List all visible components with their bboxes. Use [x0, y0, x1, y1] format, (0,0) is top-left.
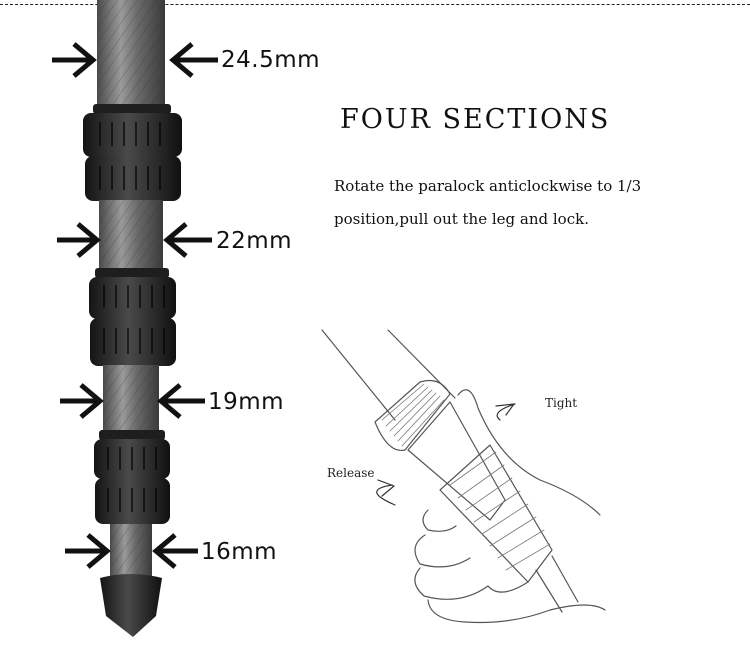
- diameter-label-4: 16mm: [201, 539, 278, 565]
- arrow-16-left: [65, 533, 111, 569]
- diameter-label-3: 19mm: [208, 389, 285, 415]
- diameter-label-1: 24.5mm: [221, 47, 321, 73]
- arrow-24-5-right: [169, 42, 218, 78]
- leg-section-4: [110, 524, 152, 576]
- instructions-line-2: position,pull out the leg and lock.: [334, 210, 589, 228]
- leg-lock-2: [89, 268, 176, 366]
- leg-section-3: [103, 365, 159, 440]
- arrow-24-5-left: [52, 42, 97, 78]
- leg-section-1: [97, 0, 165, 112]
- rubber-foot: [100, 574, 162, 637]
- top-dashed-border: [0, 4, 750, 5]
- diameter-label-2: 22mm: [216, 228, 293, 254]
- section-title: FOUR SECTIONS: [340, 104, 611, 135]
- arrow-22-left: [57, 222, 101, 258]
- arrow-16-right: [152, 533, 198, 569]
- instructions-line-1: Rotate the paralock anticlockwise to 1/3: [334, 177, 642, 195]
- tight-label: Tight: [545, 396, 578, 410]
- leg-section-2: [99, 200, 163, 278]
- release-label: Release: [327, 466, 375, 480]
- arrow-19-right: [157, 383, 205, 419]
- arrow-22-right: [163, 222, 212, 258]
- hand-rotation-sketch: [321, 329, 606, 624]
- leg-lock-1: [83, 104, 182, 201]
- arrow-19-left: [60, 383, 104, 419]
- leg-lock-3: [94, 430, 170, 524]
- instructions-text: Rotate the paralock anticlockwise to 1/3…: [334, 170, 694, 236]
- tripod-leg-illustration: [52, 0, 218, 637]
